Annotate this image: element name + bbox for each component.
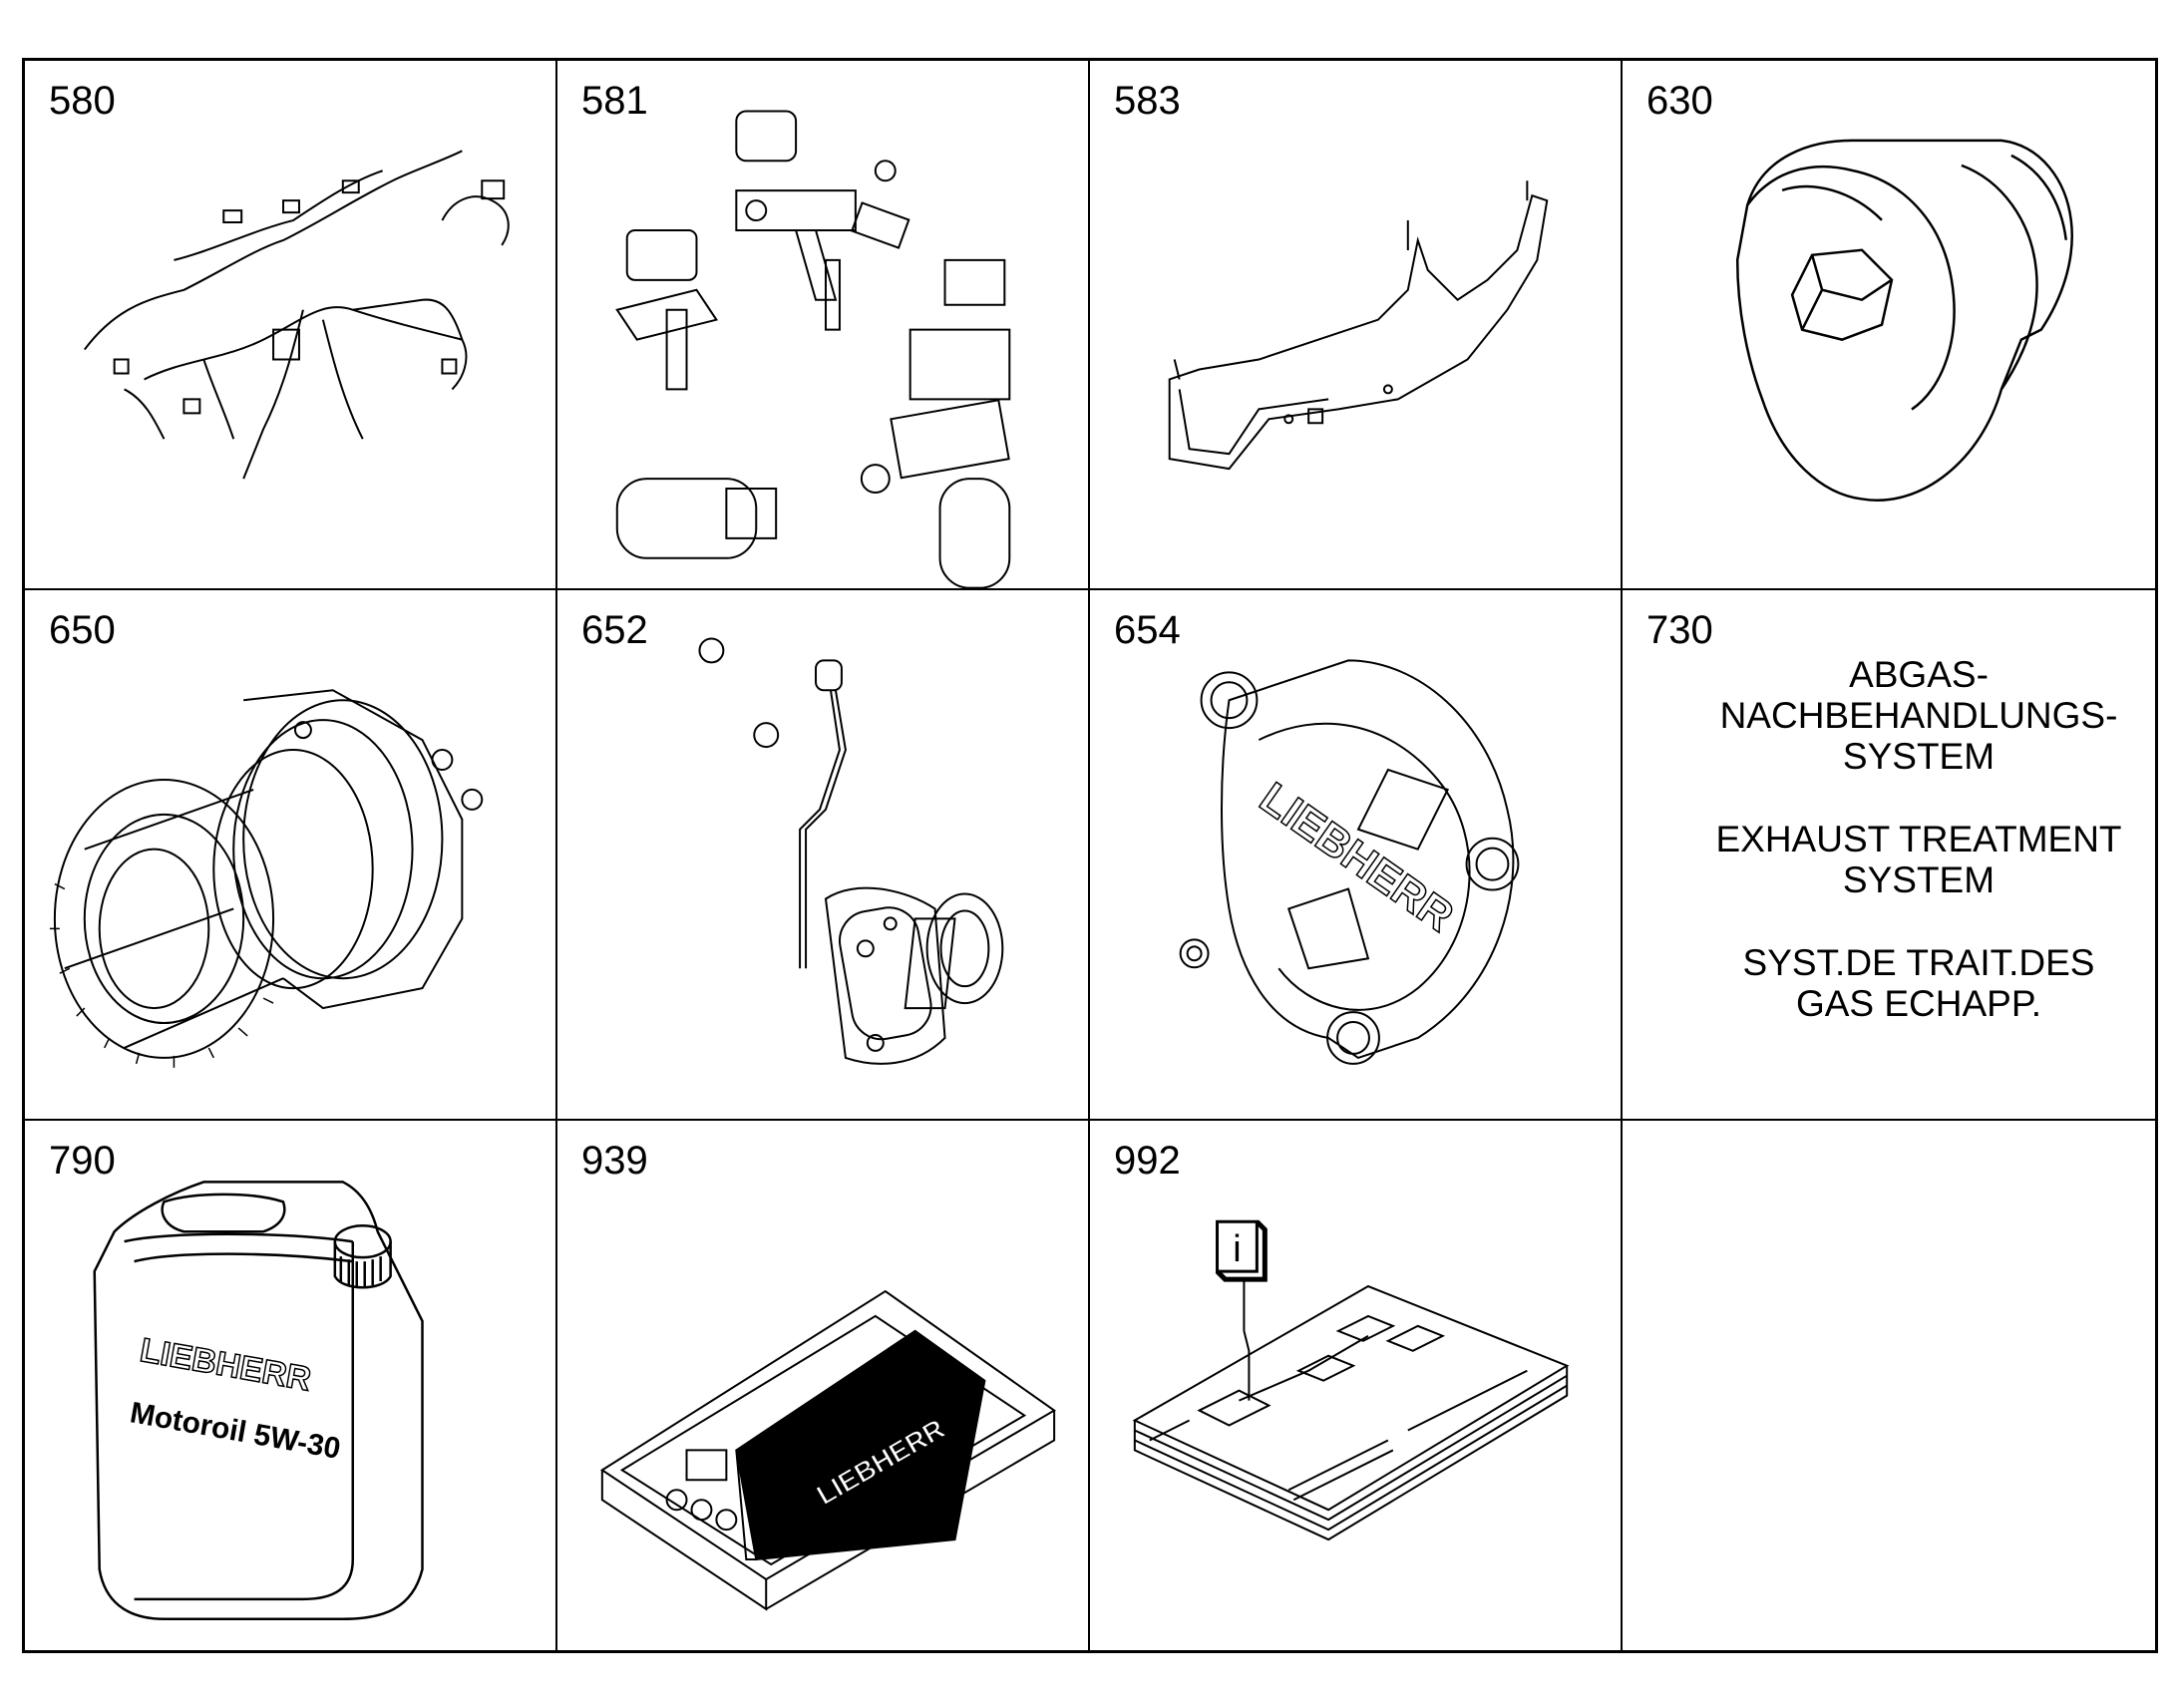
cell-empty (1623, 1121, 2155, 1650)
cell-650[interactable]: 650 (25, 590, 557, 1121)
cell-654[interactable]: 654 LIEBHERR (1090, 590, 1623, 1121)
text-line: SYSTEM (1842, 736, 1996, 778)
group-number: 654 (1114, 608, 1181, 653)
cell-730[interactable]: 730 ABGAS- NACHBEHANDLUNGS- SYSTEM EXHAU… (1623, 590, 2155, 1121)
group-number: 650 (49, 608, 116, 653)
cover-plate-icon: LIEBHERR (1090, 590, 1621, 1118)
info-glyph: i (1233, 1228, 1241, 1270)
group-number: 652 (581, 608, 648, 653)
cell-939[interactable]: 939 LIEBHERR (557, 1120, 1090, 1650)
parts-index-grid: 580 581 (22, 58, 2158, 1653)
text-line: GAS ECHAPP. (1795, 983, 2042, 1025)
high-pressure-pump-icon (557, 590, 1088, 1118)
cell-630[interactable]: 630 (1623, 61, 2155, 591)
wiring-harness-icon (25, 61, 555, 588)
gear-drive-icon (25, 590, 555, 1118)
oil-canister-icon: LIEBHERR Motoroil 5W-30 (25, 1121, 555, 1650)
text-block-en: EXHAUST TREATMENT SYSTEM (1682, 819, 2155, 900)
group-number: 992 (1114, 1138, 1181, 1183)
bracket-icon (1090, 61, 1621, 588)
text-line: NACHBEHANDLUNGS- (1719, 695, 2118, 737)
group-number: 580 (49, 79, 116, 123)
spare-parts-box-icon: LIEBHERR (557, 1121, 1088, 1650)
text-line: SYSTEM (1842, 859, 1996, 901)
info-document-icon: i (1090, 1121, 1621, 1650)
text-block-de: ABGAS- NACHBEHANDLUNGS- SYSTEM (1682, 654, 2155, 777)
sensors-icon (557, 61, 1088, 588)
liebherr-logo-text: LIEBHERR (138, 1331, 314, 1398)
text-block-fr: SYST.DE TRAIT.DES GAS ECHAPP. (1682, 942, 2155, 1024)
cell-583[interactable]: 583 (1090, 61, 1623, 591)
cell-580[interactable]: 580 (25, 61, 557, 591)
cell-652[interactable]: 652 (557, 590, 1090, 1121)
group-number: 730 (1646, 608, 1713, 653)
cell-790[interactable]: 790 LIEBHERR Motoroil 5W-30 (25, 1120, 557, 1650)
hex-socket-plug-icon (1623, 61, 2155, 588)
group-number: 630 (1646, 79, 1713, 123)
cell-992[interactable]: 992 i (1090, 1120, 1623, 1650)
product-label: Motoroil 5W-30 (128, 1396, 343, 1466)
text-line: ABGAS- (1849, 654, 1989, 696)
exhaust-treatment-description: ABGAS- NACHBEHANDLUNGS- SYSTEM EXHAUST T… (1682, 654, 2155, 1066)
cell-581[interactable]: 581 (557, 61, 1090, 591)
group-number: 581 (581, 79, 648, 123)
group-number: 939 (581, 1138, 648, 1183)
group-number: 790 (49, 1138, 116, 1183)
group-number: 583 (1114, 79, 1181, 123)
text-line: SYST.DE TRAIT.DES (1742, 942, 2095, 984)
text-line: EXHAUST TREATMENT (1715, 819, 2122, 860)
